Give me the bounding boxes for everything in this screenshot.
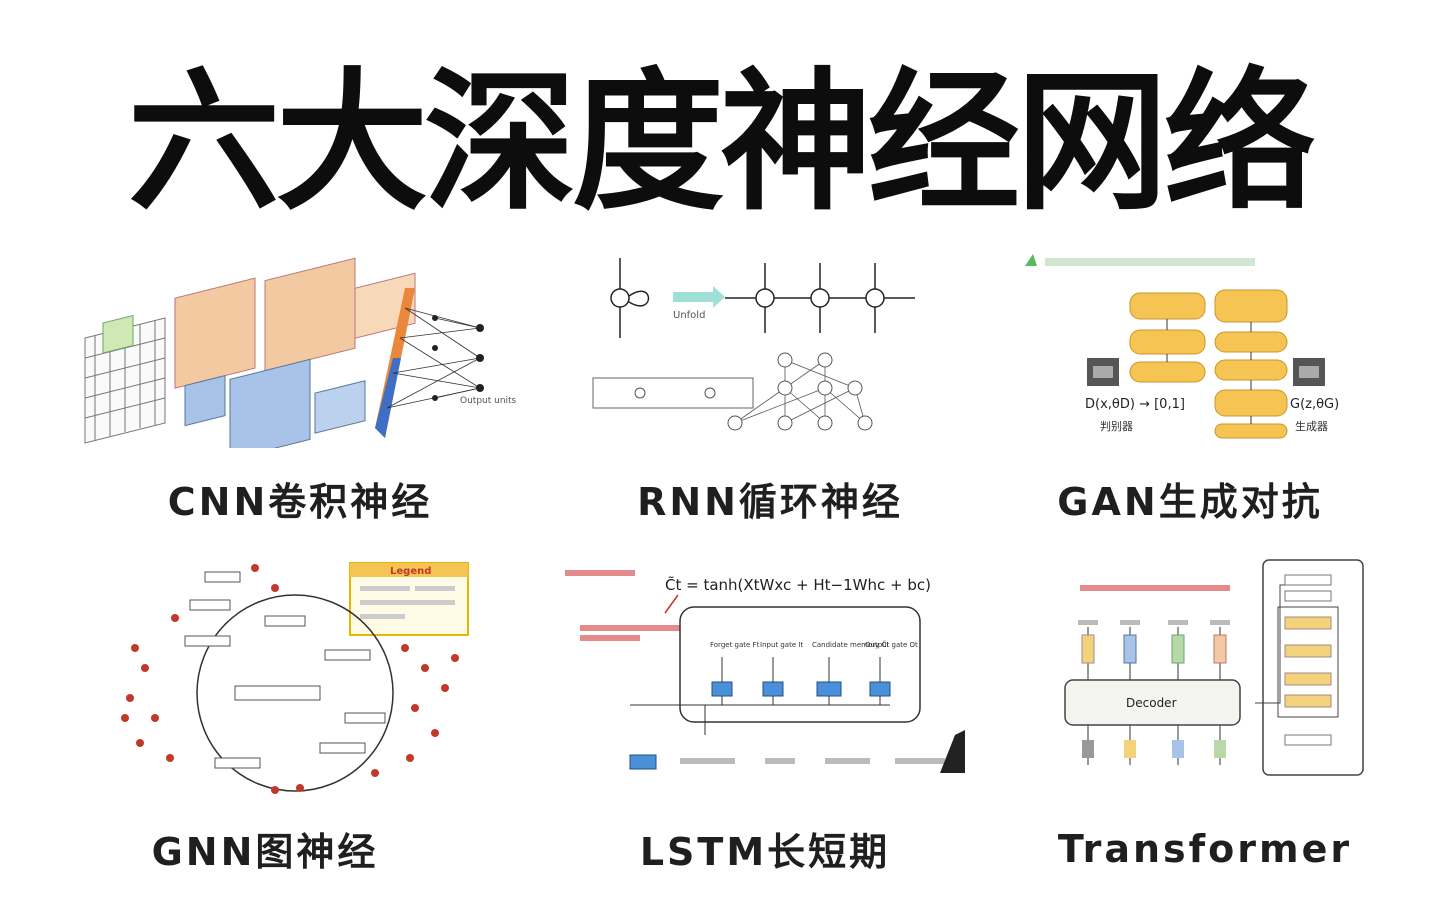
lstm-gate-input: Input gate It [760, 641, 803, 649]
rnn-unfold-text: Unfold [673, 310, 705, 321]
card-gnn: Legend GNN图神经 [115, 558, 475, 874]
gnn-red-nodes [121, 564, 459, 794]
card-rnn-label: RNN循环神经 [637, 480, 903, 524]
card-gan: D(x,θD) → [0,1] G(z,θG) 判别器 生成器 GAN生成对抗 [1015, 248, 1365, 524]
gan-d-caption: 判别器 [1100, 420, 1133, 433]
cnn-output-text: Output units [460, 396, 517, 406]
card-gan-label: GAN生成对抗 [1057, 480, 1323, 524]
card-lstm: C̃t = tanh(XtWxc + Ht−1Whc + bc) Forget … [560, 565, 970, 874]
card-transformer-label: Transformer [1057, 827, 1353, 871]
gan-g-caption: 生成器 [1295, 419, 1328, 433]
transformer-diagram: Decoder [1064, 559, 1364, 776]
lstm-equation: C̃t = tanh(XtWxc + Ht−1Whc + bc) [665, 575, 931, 594]
lstm-diagram: C̃t = tanh(XtWxc + Ht−1Whc + bc) Forget … [565, 570, 965, 773]
card-lstm-label: LSTM长短期 [639, 830, 891, 874]
lstm-gate-candidate: Candidate memory C̃t [812, 641, 889, 649]
card-rnn: Unfold RNN循环神经 [585, 248, 955, 524]
cnn-orange-maps [174, 257, 416, 389]
gan-d-equation: D(x,θD) → [0,1] [1085, 397, 1185, 412]
gnn-diagram: Legend [121, 562, 469, 794]
card-gnn-label: GNN图神经 [151, 830, 379, 874]
page-title: 六大深度神经网络 [128, 54, 1316, 231]
lstm-gate-output: Output gate Ot [865, 641, 918, 649]
cnn-blue-maps [184, 358, 366, 448]
card-cnn: Output units CNN卷积神经 [75, 248, 525, 524]
card-transformer: Decoder Transformer [1050, 555, 1370, 871]
gnn-legend-text: Legend [390, 566, 431, 577]
rnn-diagram: Unfold [592, 258, 915, 431]
lstm-gate-forget: Forget gate Ft [710, 641, 760, 649]
gan-diagram: D(x,θD) → [0,1] G(z,θG) 判别器 生成器 [1025, 254, 1339, 439]
cnn-diagram: Output units [84, 257, 517, 448]
gan-g-equation: G(z,θG) [1290, 397, 1339, 412]
transformer-decoder-text: Decoder [1126, 696, 1177, 710]
card-cnn-label: CNN卷积神经 [167, 480, 433, 524]
